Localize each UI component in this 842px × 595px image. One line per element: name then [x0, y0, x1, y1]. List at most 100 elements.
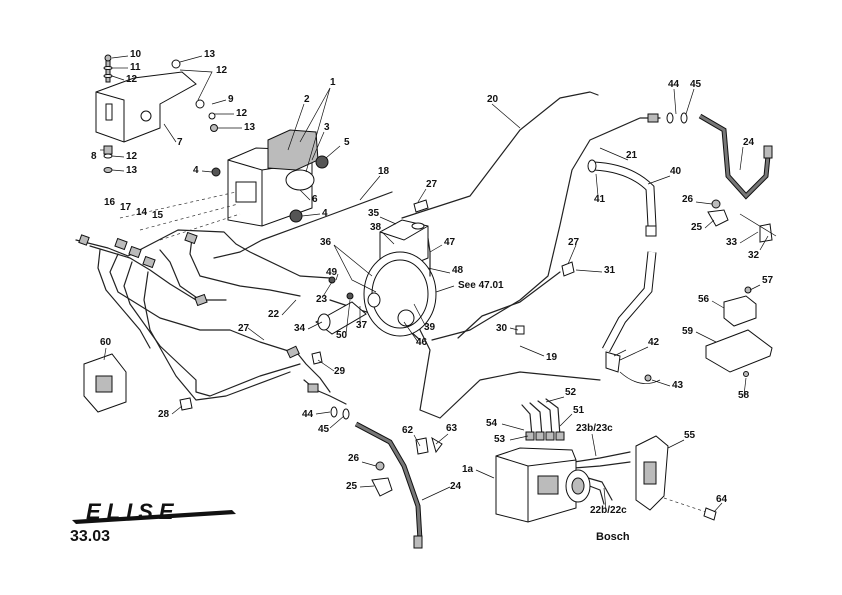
callout-label: 59 — [682, 326, 694, 337]
callout-label: 22 — [268, 309, 280, 320]
callout-label: 8 — [91, 151, 97, 162]
callout-label: 38 — [370, 222, 382, 233]
vacuum-hose — [587, 159, 657, 353]
callout-label: 43 — [672, 380, 684, 391]
callout-label: 21 — [626, 150, 638, 161]
abs-brand-label: Bosch — [596, 531, 630, 543]
callout-label: 13 — [126, 165, 138, 176]
callout-label: 12 — [216, 65, 228, 76]
callout-label: 12 — [126, 151, 138, 162]
callout-label: 16 — [104, 197, 116, 208]
cross-reference-note: See 47.01 — [458, 280, 504, 291]
leader-lines — [100, 55, 769, 513]
callout-label: 53 — [494, 434, 506, 445]
hose-brackets — [371, 199, 777, 497]
callout-label: 26 — [682, 194, 694, 205]
callout-label: 40 — [670, 166, 682, 177]
callout-label: 6 — [312, 194, 318, 205]
callout-label: 58 — [738, 390, 750, 401]
callout-label: 11 — [130, 62, 141, 73]
callout-label: 48 — [452, 265, 464, 276]
callout-label: 15 — [152, 210, 164, 221]
reservoir-and-servo — [315, 219, 455, 337]
callout-label: 46 — [416, 337, 428, 348]
callout-label: 37 — [356, 320, 368, 331]
callout-label: 26 — [348, 453, 360, 464]
callout-label: 3 — [324, 122, 330, 133]
abs-modulator-unit — [119, 129, 329, 241]
callout-label: 62 — [402, 425, 414, 436]
callout-label: 33 — [726, 237, 738, 248]
callout-label: 18 — [378, 166, 390, 177]
callout-label: 9 — [228, 94, 234, 105]
callout-label: 27 — [568, 237, 580, 248]
callout-label: 54 — [486, 418, 498, 429]
callout-label: 49 — [326, 267, 338, 278]
callout-label: 12 — [126, 74, 138, 85]
callout-label: 55 — [684, 430, 696, 441]
callout-label: 4 — [193, 165, 199, 176]
callout-label: 25 — [346, 481, 358, 492]
callout-label: 23b/23c — [576, 423, 613, 434]
callout-label: 24 — [743, 137, 755, 148]
callout-label: 12 — [236, 108, 248, 119]
callout-label: 2 — [304, 94, 310, 105]
callout-label: 25 — [691, 222, 703, 233]
page-code: 33.03 — [70, 528, 110, 545]
callout-label: 64 — [716, 494, 728, 505]
flexible-brake-hose-lower — [307, 383, 423, 549]
callout-label: 41 — [594, 194, 606, 205]
ecu-bracket — [705, 286, 773, 377]
callout-label: 19 — [546, 352, 558, 363]
callout-label: 36 — [320, 237, 332, 248]
abs-cover — [635, 435, 717, 521]
callout-label: 29 — [334, 366, 346, 377]
logo-wordmark: ELISE — [86, 499, 180, 524]
callout-label: 39 — [424, 322, 436, 333]
abs-mounting-bracket — [95, 54, 218, 173]
callout-label: 24 — [450, 481, 462, 492]
callout-label: 34 — [294, 323, 306, 334]
callout-label: 5 — [344, 137, 350, 148]
callout-label: 50 — [336, 330, 348, 341]
callout-label: 63 — [446, 423, 458, 434]
callout-label: 57 — [762, 275, 774, 286]
callout-label: 13 — [244, 122, 256, 133]
callout-label: 60 — [100, 337, 112, 348]
elise-logo: ELISE — [72, 499, 236, 524]
callout-label: 52 — [565, 387, 577, 398]
callout-label: 32 — [748, 250, 760, 261]
grommet-plate — [83, 353, 127, 413]
callout-label: 44 — [668, 79, 680, 90]
callout-label: 17 — [120, 202, 132, 213]
callout-label: 14 — [136, 207, 148, 218]
callout-label: 42 — [648, 337, 660, 348]
callout-label: 20 — [487, 94, 499, 105]
callout-label: 23 — [316, 294, 328, 305]
callout-label: 22b/22c — [590, 505, 627, 516]
callout-label: 7 — [177, 137, 183, 148]
callout-label: 51 — [573, 405, 585, 416]
flexible-brake-hose-upper — [647, 112, 773, 200]
callout-label: 44 — [302, 409, 314, 420]
callout-label: 1a — [462, 464, 474, 475]
callout-label: 56 — [698, 294, 710, 305]
pipe-clips — [179, 199, 575, 455]
callout-label: 45 — [690, 79, 702, 90]
callout-label: 4 — [322, 208, 328, 219]
callout-label: 31 — [604, 265, 616, 276]
callout-label: 45 — [318, 424, 330, 435]
callout-label: 47 — [444, 237, 456, 248]
callout-label: 27 — [238, 323, 250, 334]
callout-label: 27 — [426, 179, 438, 190]
bosch-abs-unit — [495, 431, 591, 523]
wheel-sensor — [605, 349, 661, 384]
callout-label: 35 — [368, 208, 380, 219]
callout-label: 1 — [330, 77, 336, 88]
callout-label: 10 — [130, 49, 142, 60]
brake-pipe-network — [75, 91, 661, 505]
callout-label: 28 — [158, 409, 170, 420]
left-union-fittings — [78, 231, 300, 359]
